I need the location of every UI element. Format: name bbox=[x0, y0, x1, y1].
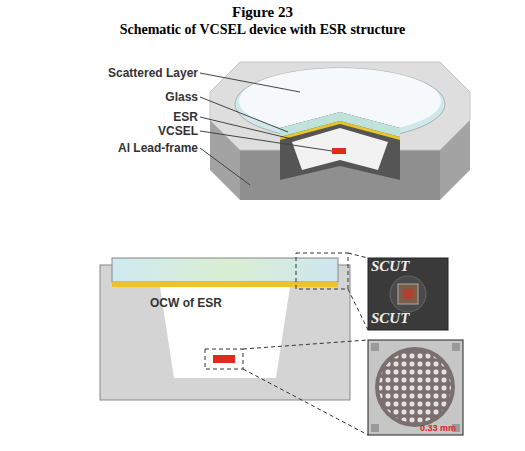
micrograph-inset bbox=[368, 340, 463, 435]
zoom-guides bbox=[205, 253, 368, 435]
photo-inset bbox=[368, 258, 448, 330]
scale-bar-text: 0.33 mm bbox=[420, 423, 456, 433]
figure-title: Figure 23 bbox=[0, 4, 525, 21]
board-text: SCUT bbox=[371, 310, 409, 327]
photo-inset: SCUT SCUT bbox=[368, 258, 448, 330]
figure-caption: Schematic of VCSEL device with ESR struc… bbox=[0, 22, 525, 38]
part-label: Glass bbox=[60, 90, 198, 104]
part-label: Scattered Layer bbox=[60, 66, 198, 80]
part-label: ESR bbox=[60, 110, 198, 124]
part-label: Al Lead-frame bbox=[60, 141, 198, 155]
photo-inset: 0.33 mm bbox=[368, 340, 463, 435]
board-text: SCUT bbox=[371, 258, 409, 275]
part-label: OCW of ESR bbox=[150, 296, 240, 310]
cross-section bbox=[100, 258, 350, 400]
part-label: VCSEL bbox=[60, 124, 198, 138]
